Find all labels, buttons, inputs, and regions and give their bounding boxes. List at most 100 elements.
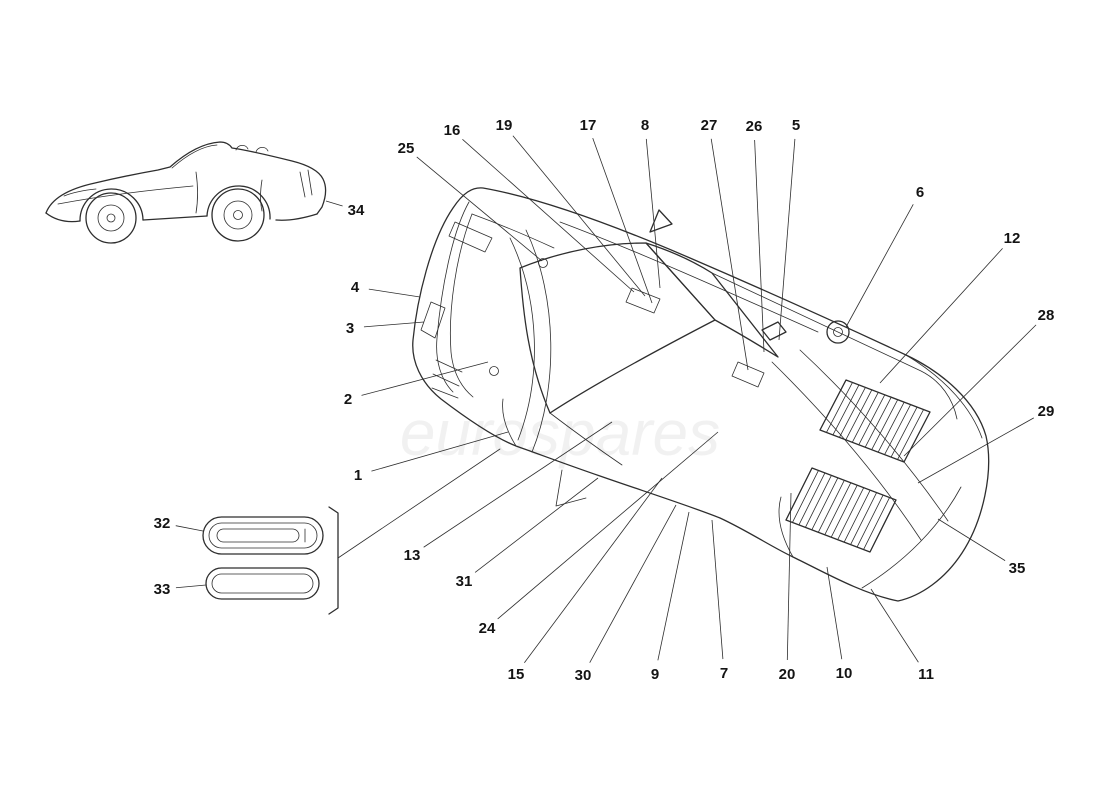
spyder-door-seam (195, 171, 198, 214)
id-plate-windshield (625, 287, 661, 314)
roll-hoop-left (235, 144, 249, 151)
headlight-left (420, 301, 446, 339)
spyder-body-crease (57, 185, 194, 205)
spyder-windshield-line (171, 144, 218, 169)
vent-hatch-line (811, 477, 839, 531)
sill-tab (555, 469, 587, 507)
callout-17-leader (592, 138, 653, 304)
callout-9-label[interactable]: 9 (651, 666, 659, 683)
vent-hatch-line (850, 492, 878, 546)
spyder-front-lower (45, 212, 81, 223)
callout-25-leader (416, 156, 543, 262)
callout-17-label[interactable]: 17 (580, 117, 597, 134)
id-plate-cowl (731, 361, 765, 388)
vent-hatch-line (785, 467, 813, 521)
callout-25-label[interactable]: 25 (398, 140, 415, 157)
nameplate-part-33 (205, 567, 320, 600)
callout-13-leader (423, 421, 613, 548)
callout-16-label[interactable]: 16 (444, 122, 461, 139)
vent-hatch-line (858, 394, 886, 446)
callout-35-leader (937, 518, 1006, 561)
side-glass-line (559, 221, 819, 333)
car-side-view-spyder-drawing (45, 141, 327, 244)
callout-4-leader (368, 288, 421, 298)
windshield (519, 242, 716, 414)
spyder-upper-body (45, 141, 327, 215)
antenna-fin (649, 209, 673, 233)
callout-6-label[interactable]: 6 (916, 184, 924, 201)
emblem-marker-fender (489, 366, 499, 376)
callout-11-label[interactable]: 11 (918, 666, 934, 683)
vent-hatch-line (804, 474, 832, 528)
callout-2-leader (361, 361, 489, 396)
callout-10-label[interactable]: 10 (836, 665, 853, 682)
callout-30-label[interactable]: 30 (575, 667, 592, 684)
callout-1-label[interactable]: 1 (354, 467, 362, 484)
spyder-front-wheel-arch (79, 188, 144, 222)
callout-4-label[interactable]: 4 (351, 279, 360, 296)
nameplate-33-inner (211, 573, 314, 594)
callout-28-label[interactable]: 28 (1038, 307, 1055, 324)
callout-10-leader (826, 566, 843, 660)
vent-hatch-line (837, 487, 865, 541)
callout-27-label[interactable]: 27 (701, 117, 718, 134)
vent-hatch-line (864, 396, 892, 448)
vent-hatch-line (884, 404, 912, 456)
vent-hatch-line (871, 399, 899, 451)
callout-33-leader (175, 584, 207, 589)
front-bumper-inner-line (436, 201, 470, 393)
vent-hatch-line (903, 411, 931, 463)
nameplate-32-outer (202, 516, 324, 555)
callout-31-label[interactable]: 31 (456, 573, 473, 590)
callout-5-label[interactable]: 5 (792, 117, 800, 134)
callout-7-label[interactable]: 7 (720, 665, 728, 682)
body-outline (412, 187, 990, 602)
callout-13-label[interactable]: 13 (404, 547, 421, 564)
callout-3-label[interactable]: 3 (346, 320, 354, 337)
watermark-text: eurospares (400, 397, 720, 469)
rear-wheel-rim (223, 200, 253, 230)
engine-vent-lower (785, 467, 897, 553)
callout-12-label[interactable]: 12 (1004, 230, 1021, 247)
callout-32-label[interactable]: 32 (154, 515, 171, 532)
front-wheel-rim (97, 204, 125, 232)
nameplate-part-32 (202, 516, 324, 555)
spyder-rear-vents (299, 169, 313, 198)
vent-hatch-line (826, 382, 853, 433)
vent-hatch-line (792, 470, 819, 523)
callout-1-leader (371, 431, 509, 472)
callout-29-label[interactable]: 29 (1038, 403, 1055, 420)
callout-20-leader (786, 492, 792, 661)
engine-cover-top-edge (711, 272, 958, 420)
callout-32-leader (175, 525, 204, 532)
fuel-cap-inner (833, 327, 843, 337)
callout-19-label[interactable]: 19 (496, 117, 513, 134)
spyder-rear-lower (275, 213, 318, 221)
rear-deck-line (905, 354, 983, 439)
vent-hatch-line (830, 484, 858, 538)
callout-35-label[interactable]: 35 (1009, 560, 1026, 577)
callout-12-leader (879, 248, 1003, 384)
callout-26-label[interactable]: 26 (746, 118, 763, 135)
callout-19-leader (512, 135, 646, 297)
callout-33-label[interactable]: 33 (154, 581, 171, 598)
callout-24-label[interactable]: 24 (479, 620, 496, 637)
engine-vent-upper-hatching (819, 379, 931, 463)
vent-hatch-line (843, 489, 871, 543)
nameplate-32-slot (216, 528, 300, 543)
engine-vent-upper (819, 379, 931, 463)
car-top-view-drawing (412, 187, 990, 602)
callout-15-label[interactable]: 15 (508, 666, 525, 683)
callout-8-label[interactable]: 8 (641, 117, 649, 134)
callout-15-leader (524, 477, 663, 664)
callout-34-label[interactable]: 34 (348, 202, 365, 219)
spyder-side-intake (260, 179, 263, 212)
callout-28-leader (903, 324, 1037, 457)
callout-26-leader (754, 139, 765, 353)
callout-3-leader (363, 321, 425, 328)
callout-20-label[interactable]: 20 (779, 666, 796, 683)
callout-2-label[interactable]: 2 (344, 391, 352, 408)
